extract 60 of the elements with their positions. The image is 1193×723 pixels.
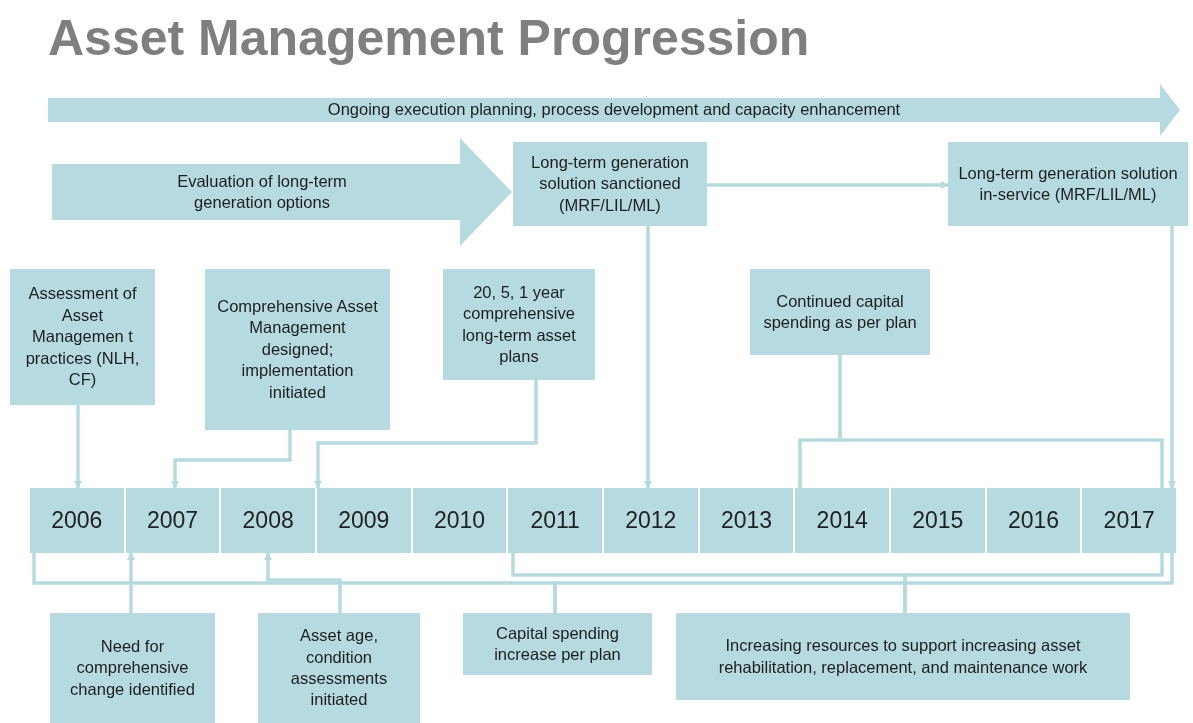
year-cell [1082,488,1176,553]
year-label: 2015 [912,506,964,536]
milestone-text: Continued capital spending as per plan [762,290,918,333]
year-cell [125,488,220,553]
connector-line [553,553,1174,613]
arrow [1168,226,1176,489]
connector-line [838,355,1164,488]
year-label: 2008 [242,506,294,536]
year-label: 2012 [625,506,677,536]
year-cell [221,488,315,553]
year-cell [317,488,411,553]
milestone-box [750,269,930,355]
milestone-box [443,269,595,380]
banner-text: Evaluation of long-term generation options [176,170,348,213]
year-label: 2010 [433,506,486,536]
year-label: 2011 [530,506,580,536]
milestone-text: Assessment of Asset Managemen t practices (NLH, CF) [24,283,141,391]
milestone-box [205,269,390,430]
year-cell [795,488,889,553]
milestone-text: Need for comprehensive change identified [69,635,196,700]
arrow [127,552,135,613]
year-label: 2009 [338,506,390,536]
year-label: 2016 [1007,506,1060,536]
milestone-box [513,142,707,226]
connector-line [903,553,1164,613]
year-cell [412,488,507,553]
year-cell [986,488,1081,553]
phase-banner [52,138,512,246]
year-label: 2014 [816,506,868,536]
year-cell [891,488,985,553]
arrow [74,405,82,489]
arrow [707,181,949,189]
arrow [264,552,342,613]
year-label: 2017 [1103,506,1155,536]
arrow [314,380,538,489]
year-label: 2007 [146,506,199,536]
milestone-box [948,142,1188,226]
arrow [171,430,292,489]
milestone-text: Asset age, condition assessments initiated [289,625,389,711]
milestone-box [50,613,215,723]
year-cell [699,488,794,553]
milestone-text: Long-term generation solution sanctioned (MRF/LIL/ML) [530,151,690,216]
year-label: 2013 [720,506,773,536]
milestone-box [676,613,1130,700]
milestone-box [463,613,652,675]
year-cell [30,488,124,553]
milestone-text: Increasing resources to support increasing asset rehabilitation, replacement, and maintenance work [717,635,1089,678]
year-cell [604,488,698,553]
phase-banner [48,84,1180,136]
banner-text: Ongoing execution planning, process development and capacity enhancement [327,99,901,121]
year-cell [508,488,602,553]
milestone-box [258,613,420,723]
title: Asset Management Progression [48,9,810,68]
milestone-text: Capital spending increase per plan [493,622,622,665]
milestone-text: Long-term generation solution in-service (MRF/LIL/ML) [957,162,1179,205]
arrow [644,226,652,489]
milestone-text: Comprehensive Asset Management designed; implementation initiated [216,295,379,403]
milestone-text: 20, 5, 1 year comprehensive long-term asset plans [461,281,577,367]
year-label: 2006 [51,506,103,536]
milestone-box [10,269,155,405]
